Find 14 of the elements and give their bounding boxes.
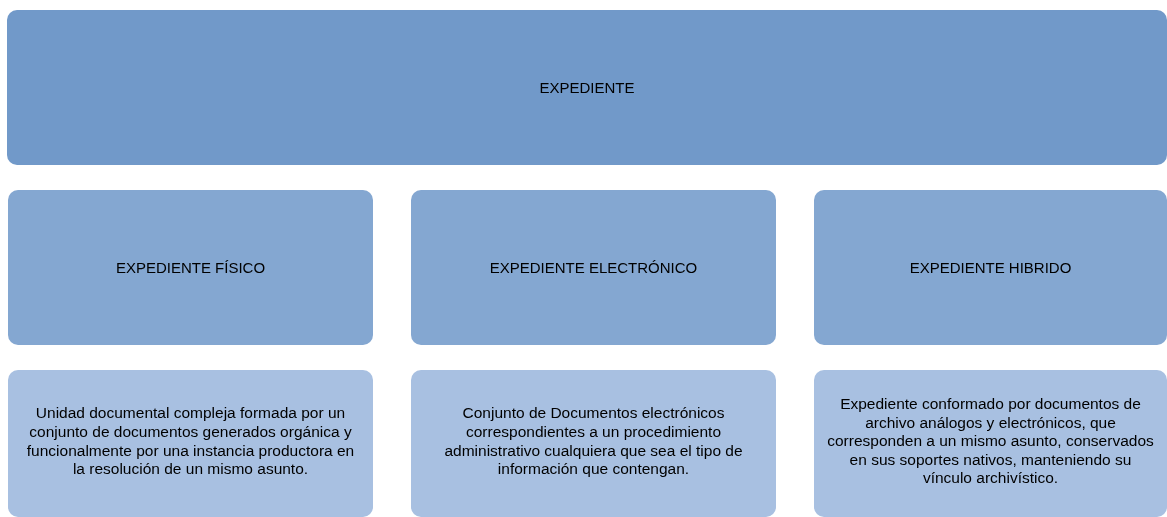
description-text: Conjunto de Documentos electrónicos correspondientes a un procedimiento administrativo cualquiera que sea el tipo de información que contengan. xyxy=(443,404,744,479)
heading-text: EXPEDIENTE HIBRIDO xyxy=(909,258,1072,277)
description-box xyxy=(814,370,1167,517)
description-box xyxy=(411,370,776,517)
heading-text: EXPEDIENTE FÍSICO xyxy=(115,258,266,277)
heading-text: EXPEDIENTE xyxy=(539,78,635,97)
description-text: Expediente conformado por documentos de archivo análogos y electrónicos, que corresponden a un mismo asunto, conservados en sus soportes nativos, manteniendo su vínculo archivístico. xyxy=(826,395,1155,488)
title-box xyxy=(8,190,373,345)
description-box xyxy=(8,370,373,517)
title-box xyxy=(814,190,1167,345)
title-box xyxy=(411,190,776,345)
heading-text: EXPEDIENTE ELECTRÓNICO xyxy=(489,258,698,277)
title-box xyxy=(7,10,1167,165)
description-text: Unidad documental compleja formada por un conjunto de documentos generados orgánica y funcionalmente por una instancia productora en la resolución de un mismo asunto. xyxy=(25,404,356,479)
